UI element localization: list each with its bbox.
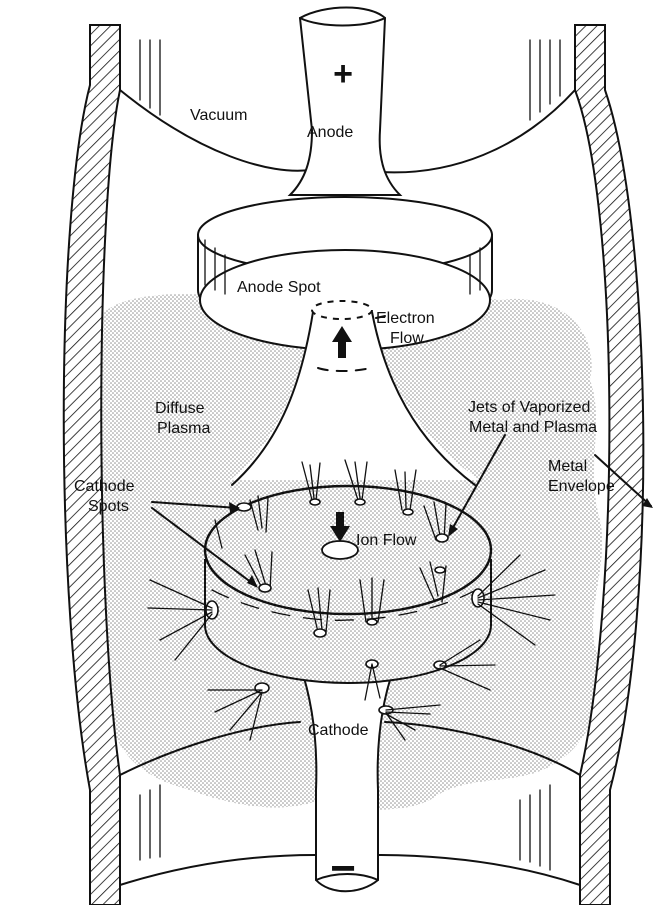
label-diffuse-plasma-line2: Plasma [157, 420, 210, 437]
anode-plus-sign: + [333, 55, 353, 93]
anode-spot [312, 301, 372, 319]
ion-flow-spot [322, 541, 358, 559]
label-vacuum: Vacuum [190, 107, 248, 124]
label-cathode-spots-line2: Spots [88, 498, 129, 515]
label-metal-envelope-line2: Envelope [548, 478, 615, 495]
label-jets-line1: Jets of Vaporized [468, 399, 590, 416]
label-anode-spot: Anode Spot [237, 279, 321, 296]
label-diffuse-plasma-line1: Diffuse [155, 400, 205, 417]
label-anode: Anode [307, 124, 353, 141]
label-electron-flow-line1: Electron [376, 310, 435, 327]
label-metal-envelope-line1: Metal [548, 458, 587, 475]
label-cathode: Cathode [308, 722, 369, 739]
anode-stem [290, 8, 400, 196]
label-electron-flow-line2: Flow [390, 330, 424, 347]
label-cathode-spots-line1: Cathode [74, 478, 135, 495]
cathode-minus-sign: − [330, 844, 356, 893]
label-jets-line2: Metal and Plasma [469, 419, 597, 436]
label-ion-flow: Ion Flow [356, 532, 417, 549]
